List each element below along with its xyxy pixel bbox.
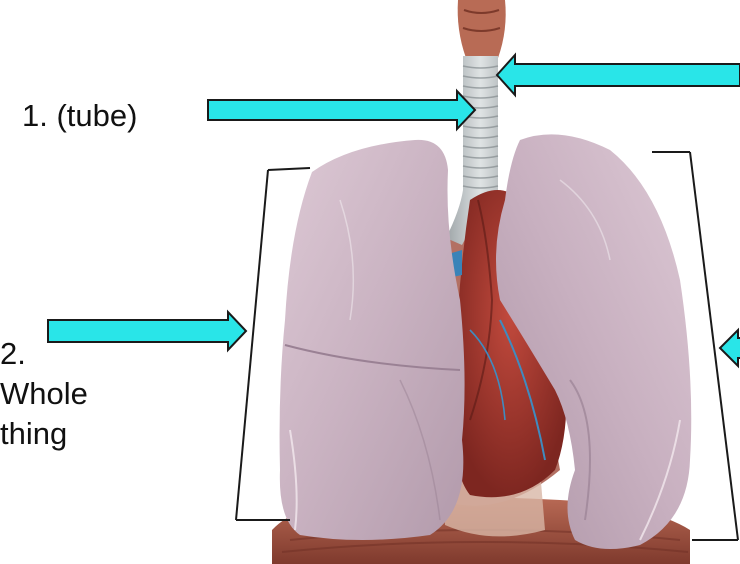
label-2-number: 2. xyxy=(0,336,26,371)
arrow-right-to-left-lung xyxy=(47,309,248,353)
arrow-left-to-right-lung xyxy=(718,327,740,369)
right-lung xyxy=(496,134,692,549)
label-2-word-thing: thing xyxy=(0,416,68,451)
label-2-word-whole: Whole xyxy=(0,376,88,411)
label-tube: 1. (tube) xyxy=(22,98,138,133)
left-lung-bracket xyxy=(235,167,311,521)
arrow-left-to-trachea xyxy=(495,52,740,98)
right-lung-bracket xyxy=(652,151,739,541)
label-whole-thing: 2. Whole thing xyxy=(0,334,88,454)
left-lung xyxy=(279,139,465,540)
arrow-right-to-trachea xyxy=(207,88,477,132)
larynx xyxy=(457,0,506,58)
